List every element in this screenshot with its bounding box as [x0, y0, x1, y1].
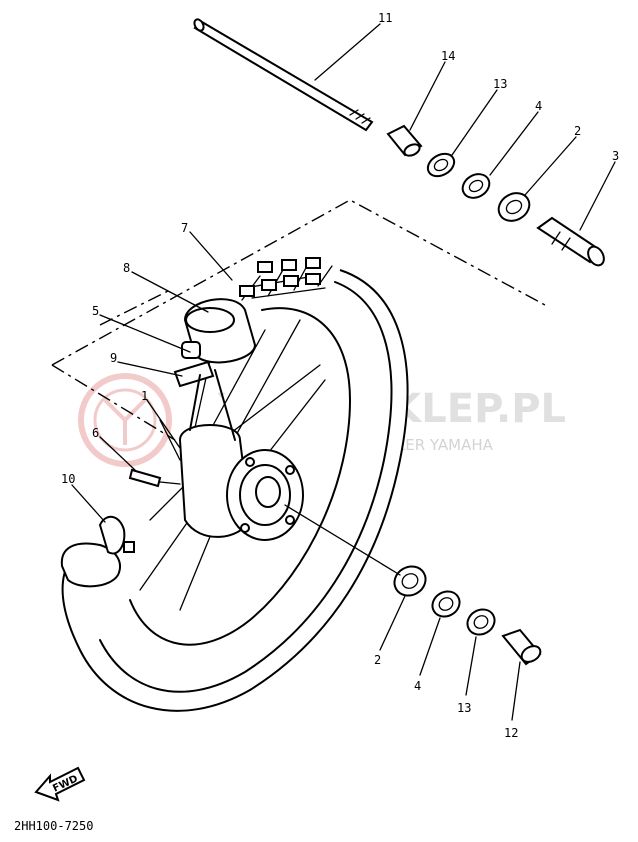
- spacer-4-top: [461, 173, 491, 199]
- callout-7: 7: [181, 221, 188, 235]
- callout-8: 8: [123, 261, 130, 275]
- bearing-2-top: [497, 192, 531, 222]
- forward-arrow-icon: FWD: [34, 766, 86, 802]
- tire-tread-blocks: [239, 257, 321, 297]
- callout-3: 3: [612, 149, 619, 163]
- callout-4-top: 4: [535, 99, 542, 113]
- callout-5: 5: [92, 304, 99, 318]
- callout-2-bottom: 2: [374, 653, 381, 667]
- callout-13-bottom: 13: [457, 701, 471, 715]
- callout-6: 6: [92, 426, 99, 440]
- collar-12: [501, 628, 542, 666]
- callout-4-bottom: 4: [414, 679, 421, 693]
- callout-10: 10: [61, 472, 75, 486]
- callout-9: 9: [110, 351, 117, 365]
- valve-stem: [128, 468, 181, 488]
- callout-11: 11: [378, 11, 392, 25]
- callout-12: 12: [504, 726, 518, 740]
- spacer-3: [536, 216, 605, 267]
- callout-2-top: 2: [574, 124, 581, 138]
- speedometer-drive: [173, 298, 257, 441]
- callout-13-top: 13: [493, 77, 507, 91]
- front-axle: [193, 18, 374, 132]
- oil-seal-13-bottom: [466, 608, 496, 636]
- hub: [178, 424, 304, 541]
- axle-center-line: [284, 504, 401, 576]
- leader-lines: [71, 23, 616, 721]
- oil-seal-13-top: [426, 152, 456, 178]
- callout-1: 1: [141, 389, 148, 403]
- diagram-code: 2HH100-7250: [14, 819, 93, 833]
- bearing-2-bottom: [393, 565, 427, 597]
- watermark-logo-icon: [78, 373, 172, 467]
- collar-14: [386, 124, 423, 157]
- rim-band: [60, 515, 135, 588]
- callout-14: 14: [441, 49, 455, 63]
- callout-labels: 11 14 13 4 2 3 7 8 5 9 1 6 10 2 4 13 12: [61, 11, 619, 740]
- spacer-4-bottom: [431, 590, 461, 618]
